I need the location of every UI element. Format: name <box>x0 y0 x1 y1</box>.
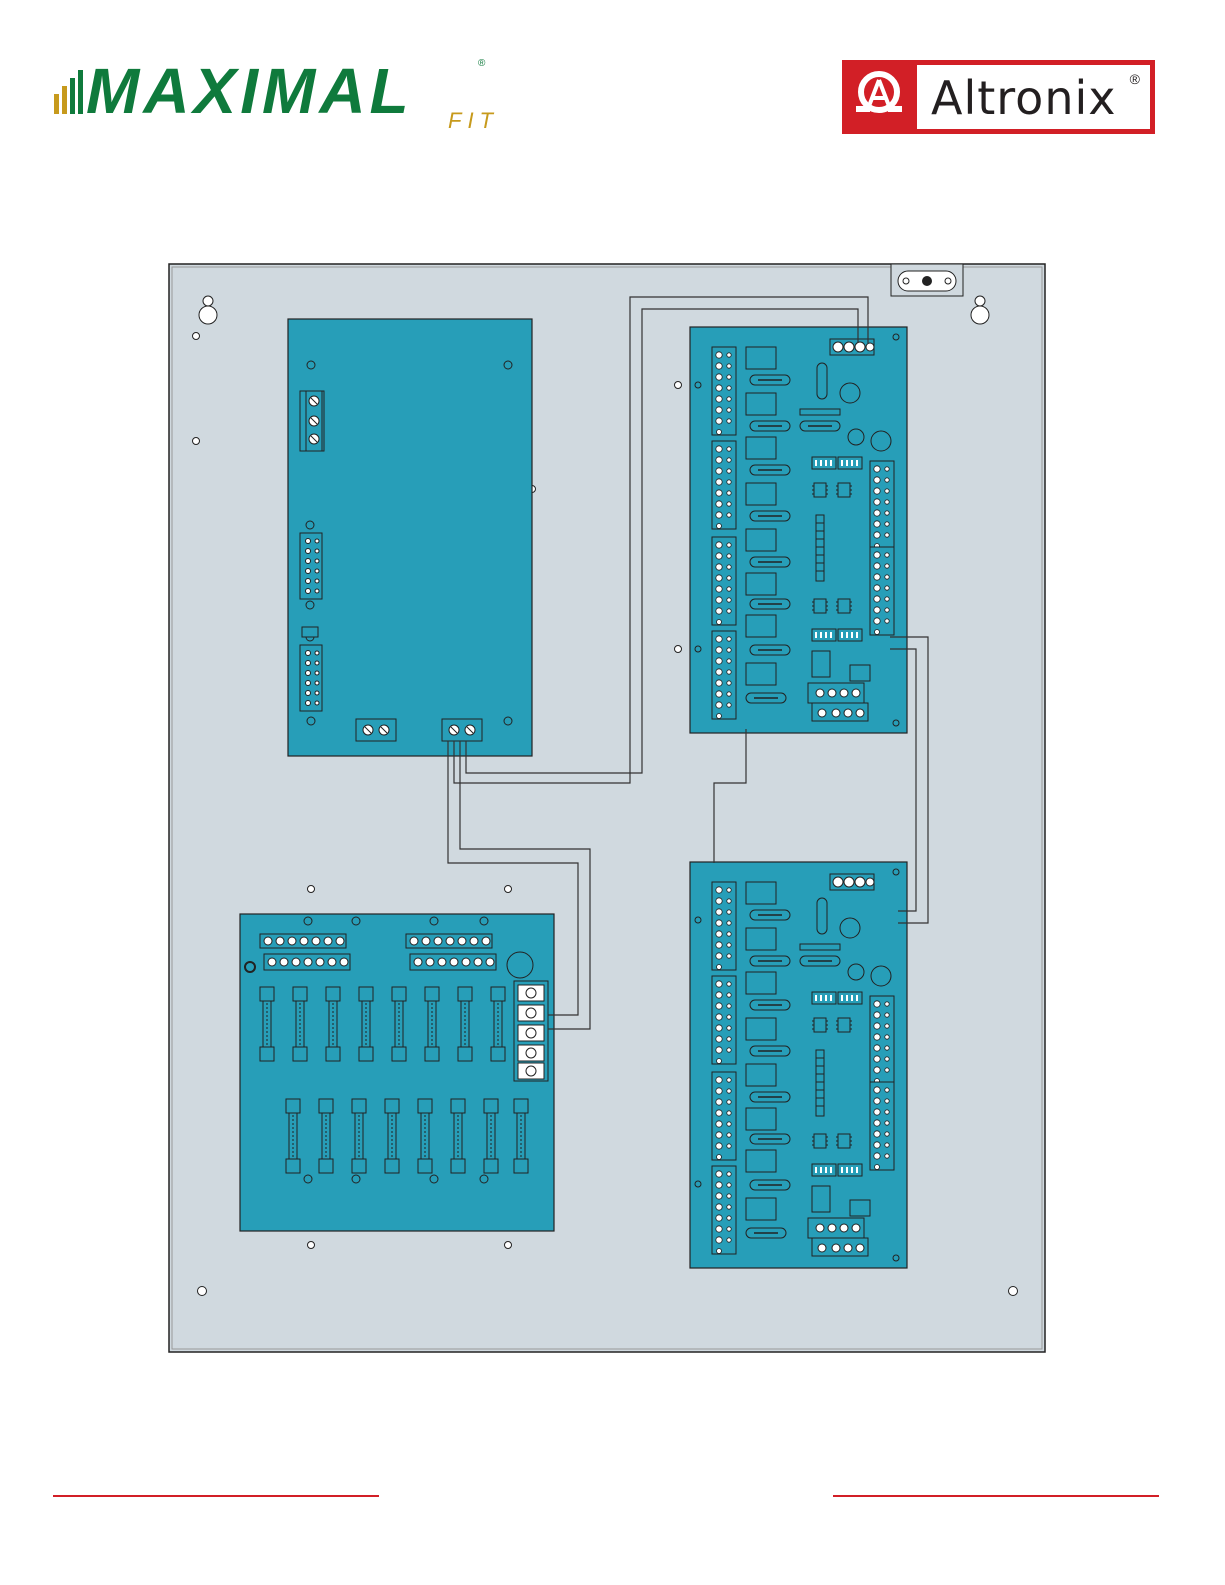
power-supply-board <box>288 319 532 756</box>
tamper-switch <box>891 264 963 296</box>
controller-board-bottom <box>690 862 907 1268</box>
footer-rule-left <box>53 1495 379 1497</box>
altronix-registered-mark: ® <box>1130 71 1140 87</box>
signal-bars-icon <box>50 62 86 114</box>
enclosure-diagram <box>168 263 1046 1353</box>
altronix-omega-icon <box>844 62 914 132</box>
maximal-registered-mark: ® <box>478 58 485 69</box>
maximal-wordmark: MAXIMAL <box>86 54 413 128</box>
altronix-wordmark-box: Altronix ® <box>914 62 1153 132</box>
maximal-fit-logo: MAXIMAL ® FIT <box>50 52 520 132</box>
altronix-logo: Altronix ® <box>842 60 1155 134</box>
fuse-distribution-board <box>240 914 554 1231</box>
altronix-wordmark: Altronix <box>931 71 1117 125</box>
footer-rule-right <box>833 1495 1159 1497</box>
fit-wordmark: FIT <box>448 108 499 134</box>
controller-board-top <box>690 327 907 733</box>
